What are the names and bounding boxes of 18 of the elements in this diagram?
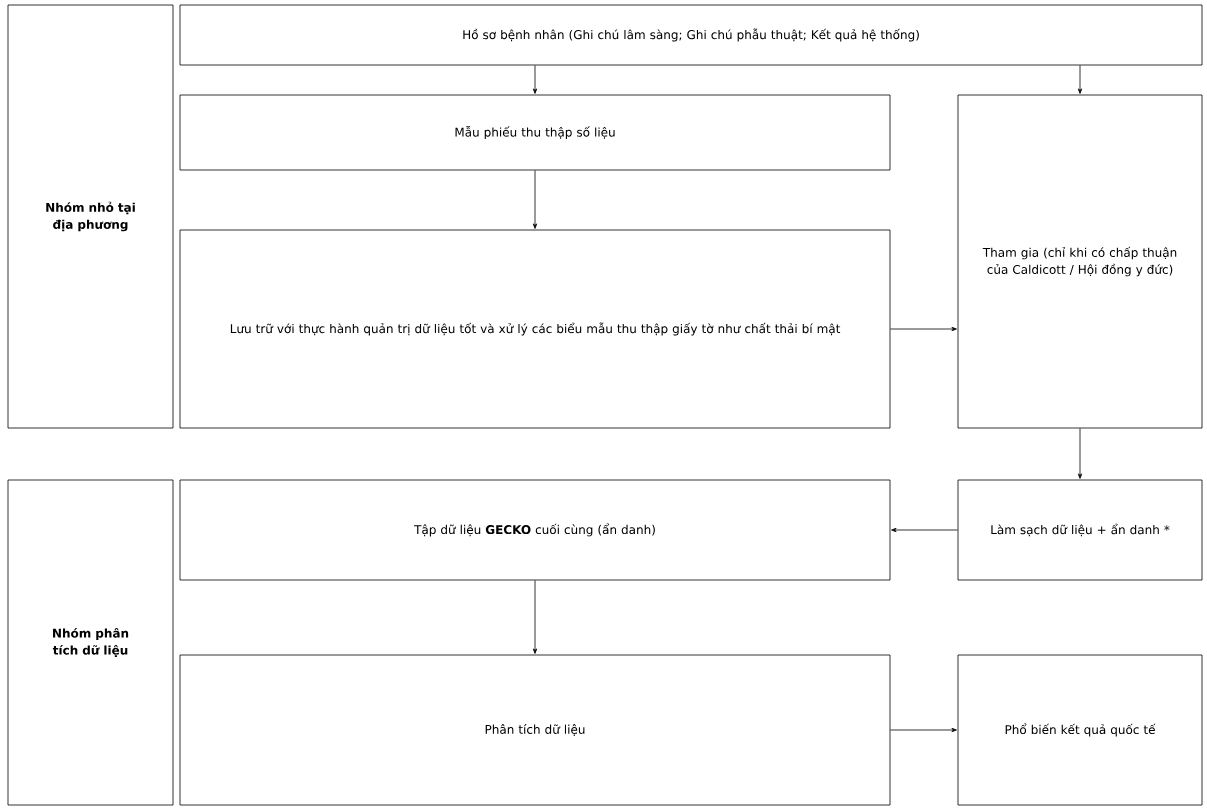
process-box: Phân tích dữ liệu — [179, 654, 891, 806]
group-label-box: Nhóm phân tích dữ liệu — [7, 479, 174, 806]
process-box: Lưu trữ với thực hành quản trị dữ liệu tốt và xử lý các biểu mẫu thu thập giấy tờ như chất thải bí mật — [179, 229, 891, 429]
process-box: Mẫu phiếu thu thập số liệu — [179, 94, 891, 171]
arrow — [891, 527, 958, 533]
group-label-box: Nhóm nhỏ tại địa phương — [7, 4, 174, 429]
process-box: Làm sạch dữ liệu + ẩn danh * — [957, 479, 1203, 581]
arrow — [532, 580, 538, 654]
arrow — [1077, 65, 1083, 94]
arrow — [890, 326, 957, 332]
arrow — [1077, 428, 1083, 479]
arrow — [890, 727, 957, 733]
process-box: Hồ sơ bệnh nhân (Ghi chú lâm sàng; Ghi chú phẫu thuật; Kết quả hệ thống) — [179, 4, 1203, 66]
process-box: Phổ biến kết quả quốc tế — [957, 654, 1203, 806]
arrow — [532, 170, 538, 229]
process-box: Tham gia (chỉ khi có chấp thuận của Caldicott / Hội đồng y đức) — [957, 94, 1203, 429]
arrow — [532, 65, 538, 94]
process-box: Tập dữ liệu GECKO cuối cùng (ẩn danh) — [179, 479, 891, 581]
